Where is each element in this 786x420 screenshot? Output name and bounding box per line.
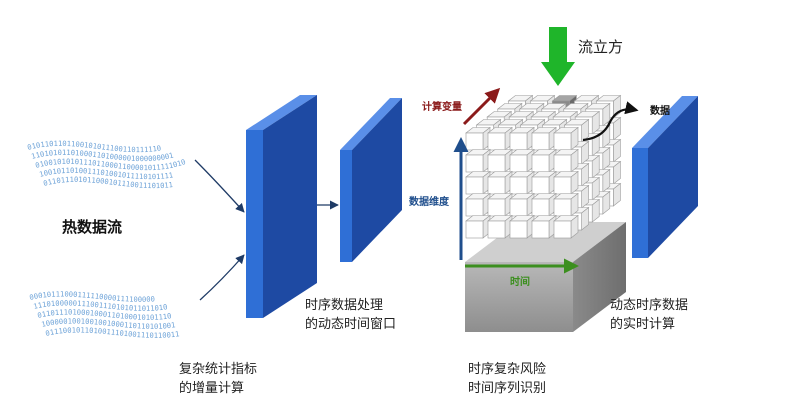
- data-dim-label: 数据维度: [409, 195, 450, 208]
- output-arrow: [582, 101, 639, 142]
- cube-base: [465, 222, 626, 332]
- small-cube: [531, 170, 557, 195]
- small-cube: [487, 214, 513, 239]
- caption-incremental-line1: 复杂统计指标: [179, 362, 258, 377]
- flow-cube-grid: [465, 94, 622, 239]
- caption-realtime-line1: 动态时序数据: [610, 298, 689, 313]
- panel-realtime: [632, 96, 698, 258]
- small-cube: [553, 148, 579, 173]
- caption-realtime-line2: 的实时计算: [610, 317, 676, 332]
- small-cube: [509, 126, 535, 151]
- small-cube: [531, 148, 557, 173]
- binary-stream-bottom: 0001011100011111000011110000011101000001…: [29, 289, 180, 339]
- calc-var-label: 计算变量: [422, 100, 462, 113]
- small-cube: [509, 192, 535, 217]
- caption-risk-line1: 时序复杂风险: [468, 362, 547, 377]
- small-cube: [509, 214, 535, 239]
- small-cube: [553, 126, 579, 151]
- small-cube: [487, 170, 513, 195]
- data-output-label: 数据: [650, 104, 670, 117]
- small-cube: [487, 126, 513, 151]
- small-cube: [509, 170, 535, 195]
- caption-time-window-line1: 时序数据处理: [305, 298, 384, 313]
- small-cube: [487, 148, 513, 173]
- binary-stream-top: 0101101101100101011100110111110110101011…: [26, 139, 187, 190]
- caption-risk: 时序复杂风险 时间序列识别: [468, 360, 546, 398]
- panel-incremental: [246, 95, 317, 318]
- flow-cube-down-arrow: [541, 27, 575, 86]
- small-cube: [509, 148, 535, 173]
- small-cube: [487, 192, 513, 217]
- stream-arrow-bottom: [199, 254, 245, 301]
- flow-cube-label: 流立方: [578, 38, 623, 56]
- hot-stream-label: 热数据流: [62, 218, 122, 236]
- stream-arrow-top: [194, 159, 245, 213]
- small-cube: [465, 192, 491, 217]
- small-cube: [531, 214, 557, 239]
- caption-time-window-line2: 的动态时间窗口: [305, 317, 397, 332]
- caption-risk-line2: 时间序列识别: [468, 381, 547, 396]
- small-cube: [531, 192, 557, 217]
- time-axis-label: 时间: [510, 275, 530, 288]
- small-cube: [465, 148, 491, 173]
- small-cube: [465, 170, 491, 195]
- caption-incremental: 复杂统计指标 的增量计算: [179, 360, 257, 398]
- small-cube: [553, 214, 579, 239]
- calc-var-arrow: [462, 87, 501, 126]
- small-cube: [553, 170, 579, 195]
- small-cube: [465, 214, 491, 239]
- caption-incremental-line2: 的增量计算: [179, 381, 245, 396]
- small-cube: [465, 126, 491, 151]
- small-cube: [531, 126, 557, 151]
- small-cube: [553, 192, 579, 217]
- caption-time-window: 时序数据处理 的动态时间窗口: [305, 296, 396, 334]
- caption-realtime: 动态时序数据 的实时计算: [610, 296, 688, 334]
- panel-time-window: [340, 98, 402, 262]
